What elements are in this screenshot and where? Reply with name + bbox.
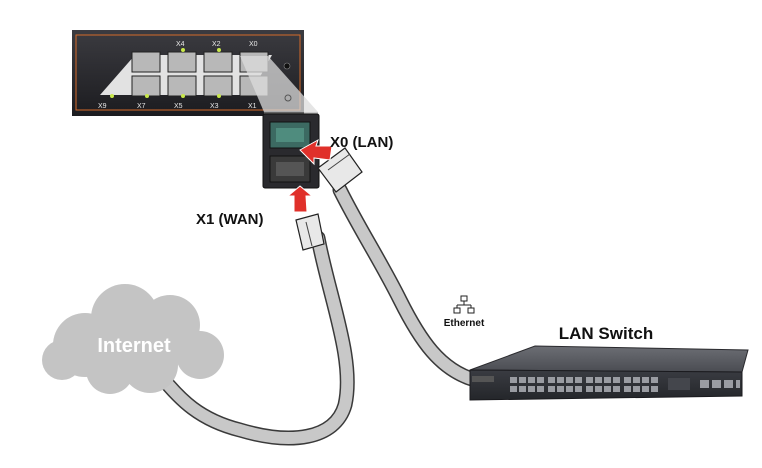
network-icon (453, 295, 475, 314)
port-label-x7: X7 (137, 103, 146, 110)
internet-label: Internet (97, 335, 171, 357)
port-label-x1: X1 (248, 103, 257, 110)
switch-label: LAN Switch (559, 324, 653, 343)
wan-cable (152, 230, 355, 446)
wan-connector (295, 213, 325, 251)
lan-cable (332, 182, 483, 388)
port-label-x5: X5 (174, 103, 183, 110)
wan-port-label: X1 (WAN) (196, 211, 264, 228)
port-label-x0: X0 (249, 41, 258, 48)
wan-arrow-icon (286, 185, 314, 213)
port-label-x4: X4 (176, 41, 185, 48)
lan-port-label: X0 (LAN) (330, 134, 393, 151)
lan-switch (469, 345, 749, 401)
ethernet-label: Ethernet (444, 318, 485, 329)
switch-port-bank (510, 377, 740, 392)
zoomed-ports (262, 113, 320, 189)
port-label-x9: X9 (98, 103, 107, 110)
internet-cloud: Internet (42, 284, 224, 394)
port-label-x2: X2 (212, 41, 221, 48)
port-label-x3: X3 (210, 103, 219, 110)
lan-connector (317, 147, 363, 193)
lan-arrow-icon (299, 138, 333, 166)
